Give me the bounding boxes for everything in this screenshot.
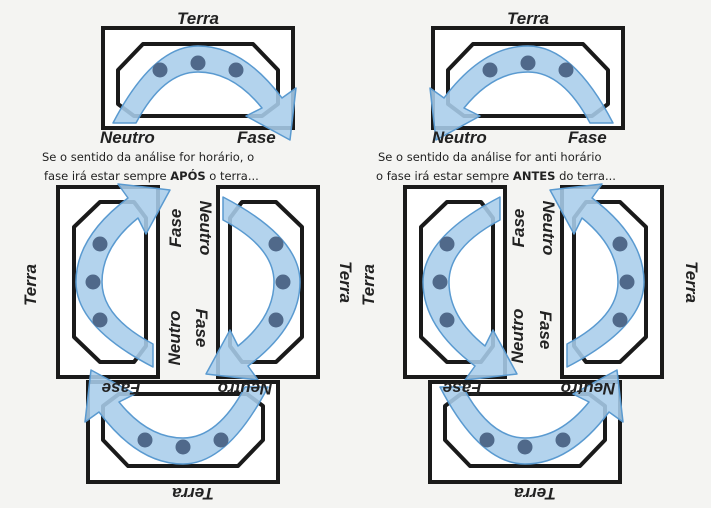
label-fase: Fase — [237, 128, 276, 147]
label-fase: Fase — [443, 379, 482, 398]
caption-emphasis: ANTES — [513, 169, 556, 183]
label-fase: Fase — [102, 379, 141, 398]
label-neutro: Neutro — [432, 128, 487, 147]
left-set: Terra Neutro Fase Se o sentido da anális… — [21, 9, 355, 503]
caption-emphasis: APÓS — [170, 168, 205, 183]
outlet-right-left — [205, 185, 320, 381]
label-terra: Terra — [682, 261, 701, 303]
label-neutro: Neutro — [539, 201, 558, 256]
label-fase: Fase — [509, 209, 528, 248]
label-terra: Terra — [177, 9, 219, 28]
outlet-left-right — [403, 185, 517, 380]
outlet-left-left — [56, 183, 171, 379]
label-terra: Terra — [336, 261, 355, 303]
label-terra: Terra — [359, 264, 378, 306]
label-terra: Terra — [172, 484, 214, 503]
caption-text: o fase irá estar sempre — [376, 169, 513, 183]
caption-left-line1: Se o sentido da análise for horário, o — [42, 150, 254, 164]
label-terra: Terra — [514, 484, 556, 503]
label-neutro: Neutro — [561, 379, 616, 398]
caption-left-line2: fase irá estar sempre APÓS o terra... — [44, 168, 259, 183]
right-set: Terra Neutro Fase Se o sentido da anális… — [359, 9, 701, 503]
label-neutro: Neutro — [218, 379, 273, 398]
outlet-top-left — [101, 26, 297, 141]
label-neutro: Neutro — [508, 309, 527, 364]
outlet-top-right — [430, 26, 625, 140]
label-terra: Terra — [507, 9, 549, 28]
caption-text: o terra... — [206, 169, 259, 183]
label-neutro: Neutro — [165, 311, 184, 366]
caption-text: fase irá estar sempre — [44, 169, 170, 183]
label-neutro: Neutro — [196, 201, 215, 256]
caption-text: do terra... — [555, 169, 616, 183]
label-fase: Fase — [166, 209, 185, 248]
label-terra: Terra — [21, 264, 40, 306]
outlet-right-right — [550, 184, 664, 379]
label-fase: Fase — [536, 311, 555, 350]
label-neutro: Neutro — [100, 128, 155, 147]
caption-right-line2: o fase irá estar sempre ANTES do terra..… — [376, 169, 616, 183]
caption-right-line1: Se o sentido da análise for anti horário — [378, 150, 602, 164]
label-fase: Fase — [192, 309, 211, 348]
label-fase: Fase — [568, 128, 607, 147]
